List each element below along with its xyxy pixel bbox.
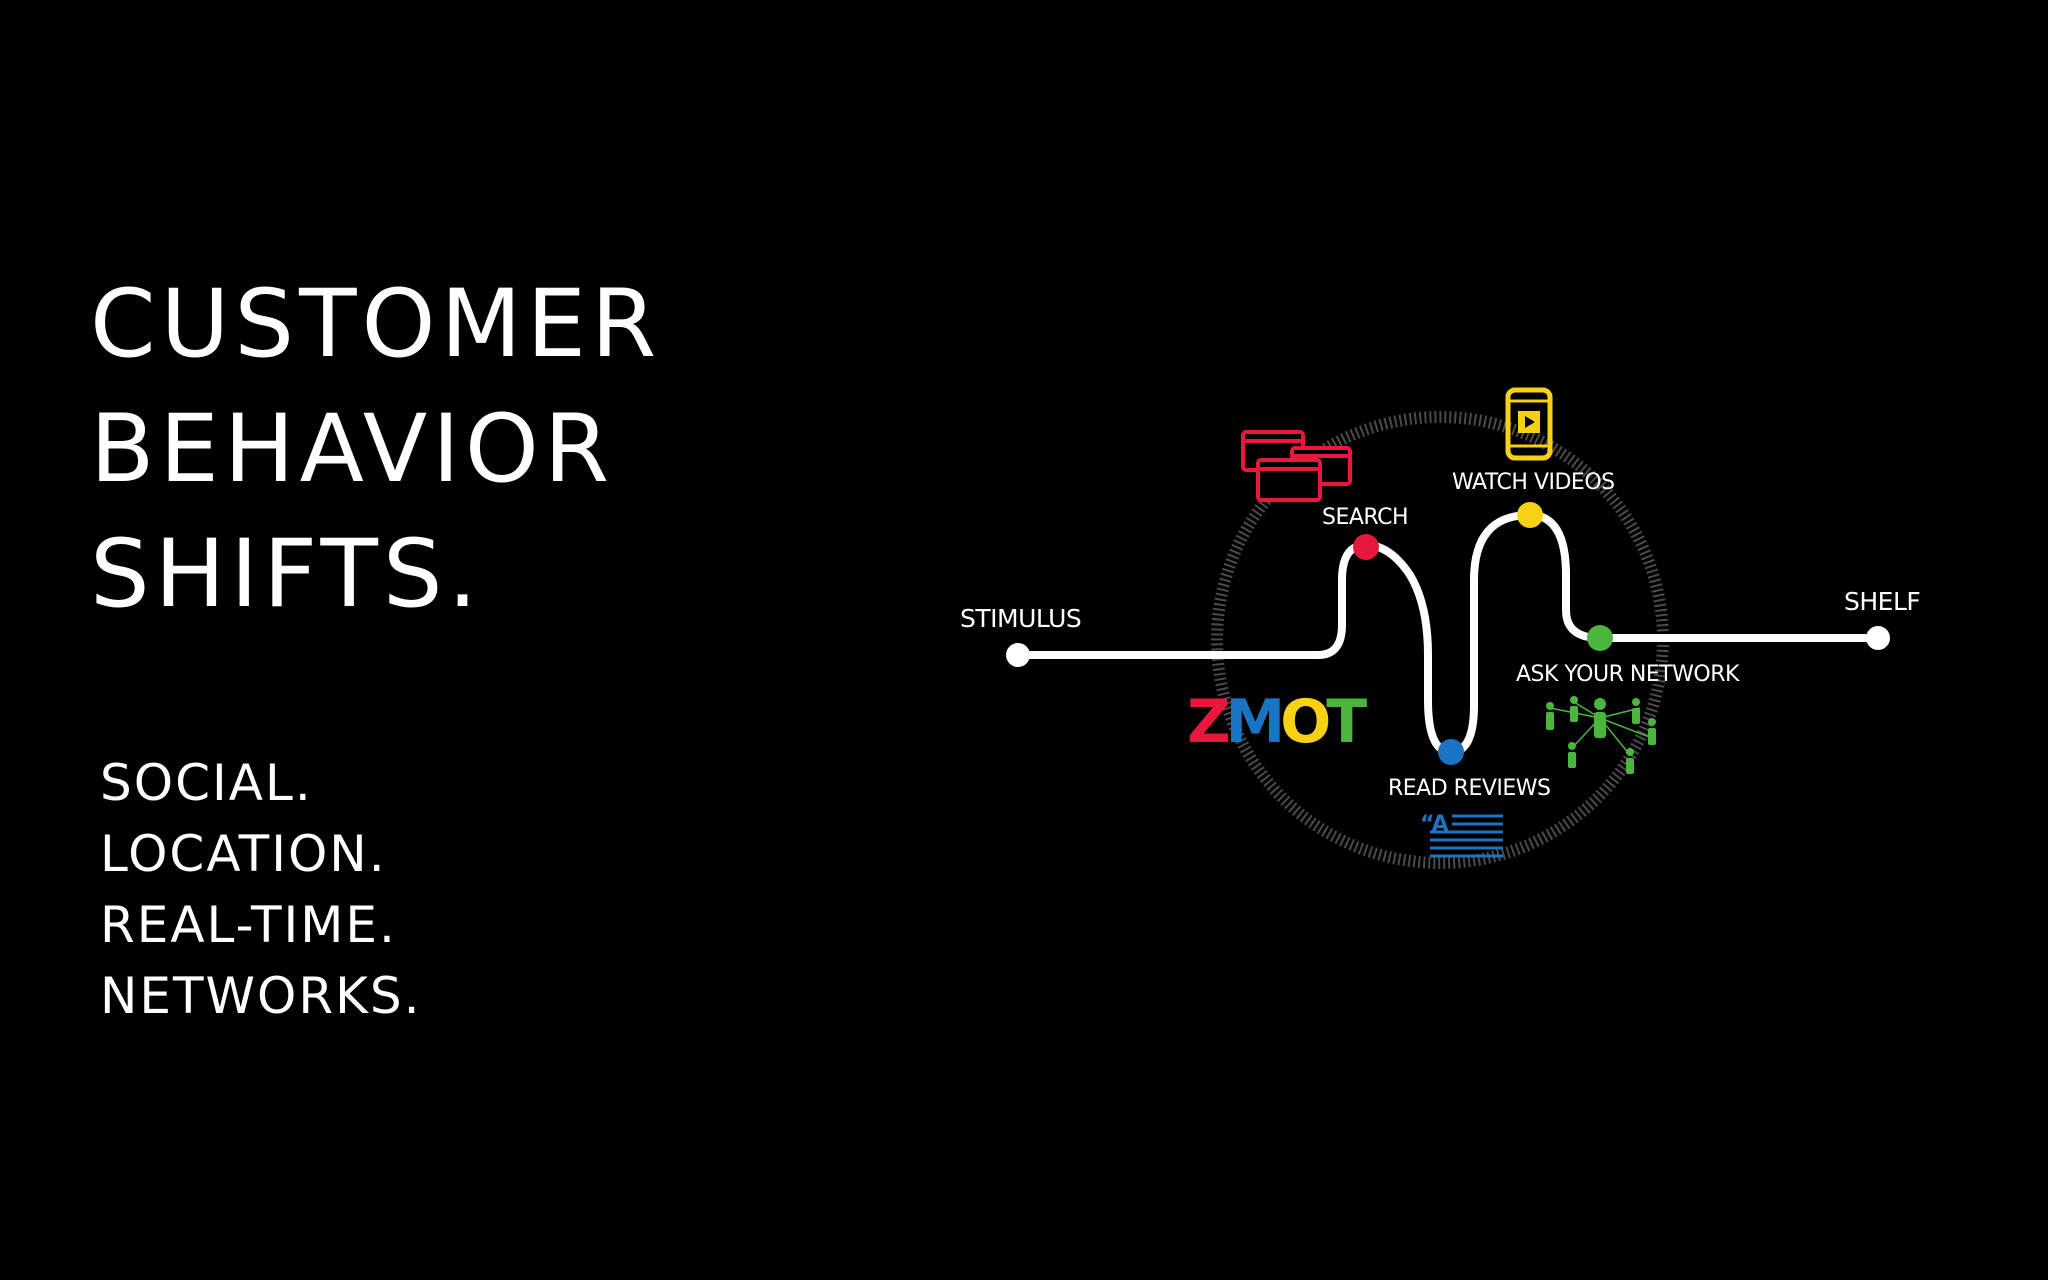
browser-windows-icon bbox=[1241, 430, 1352, 502]
zmot-logo-o: O bbox=[1280, 687, 1328, 757]
bullet-real-time: REAL-TIME. bbox=[100, 896, 397, 954]
shelf-label: SHELF bbox=[1844, 587, 1920, 616]
journey-path bbox=[1014, 511, 1882, 756]
review-document-icon: “A bbox=[1420, 812, 1503, 858]
bullet-location: LOCATION. bbox=[100, 825, 387, 883]
bullet-networks: NETWORKS. bbox=[100, 967, 422, 1025]
stimulus-label: STIMULUS bbox=[960, 604, 1081, 633]
search-node bbox=[1353, 534, 1379, 560]
zmot-logo-t: T bbox=[1326, 687, 1367, 757]
headline-line-1: CUSTOMER bbox=[90, 270, 662, 379]
read-reviews-node bbox=[1438, 739, 1464, 765]
headline-line-2: BEHAVIOR bbox=[90, 395, 615, 504]
read-reviews-label: READ REVIEWS bbox=[1388, 776, 1551, 801]
shelf-node bbox=[1866, 626, 1890, 650]
ask-network-label: ASK YOUR NETWORK bbox=[1516, 662, 1740, 687]
zmot-logo-z: Z bbox=[1187, 687, 1228, 757]
headline: CUSTOMER BEHAVIOR SHIFTS. bbox=[90, 262, 661, 637]
network-people-icon bbox=[1546, 696, 1656, 774]
watch-videos-node bbox=[1517, 502, 1543, 528]
phone-icon bbox=[1505, 387, 1553, 461]
watch-videos-label: WATCH VIDEOS bbox=[1452, 470, 1615, 495]
zmot-logo-m: M bbox=[1226, 687, 1281, 757]
ask-network-node bbox=[1587, 625, 1613, 651]
search-label: SEARCH bbox=[1322, 505, 1408, 530]
headline-line-3: SHIFTS. bbox=[90, 520, 483, 629]
stimulus-node bbox=[1006, 643, 1030, 667]
zmot-logo: ZMOT bbox=[1187, 687, 1367, 757]
bullet-social: SOCIAL. bbox=[100, 754, 313, 812]
bullet-list: SOCIAL. LOCATION. REAL-TIME. NETWORKS. bbox=[100, 748, 422, 1032]
